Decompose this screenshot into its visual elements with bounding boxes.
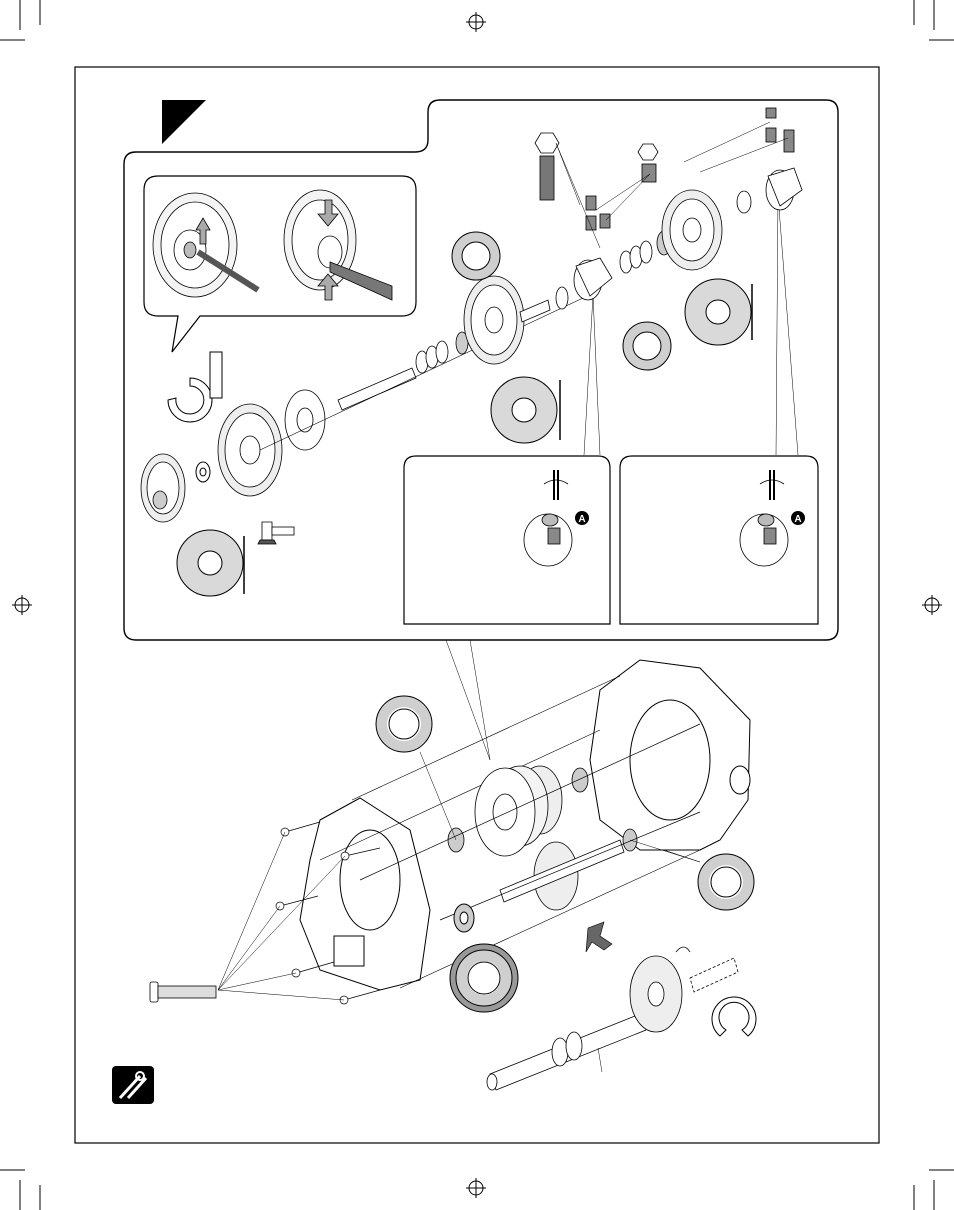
screw-leader-lines <box>217 751 701 1001</box>
output-shaft-exploded <box>486 946 739 1091</box>
long-screw <box>149 981 217 1003</box>
shaft-coupler <box>555 257 613 310</box>
leader-lines <box>445 121 799 761</box>
step-badge-label: A <box>794 514 801 525</box>
shim-washers <box>415 331 469 374</box>
spur-gear-center <box>463 275 551 365</box>
shaft-coupler-right <box>765 167 803 211</box>
detail-panel-right: A <box>619 455 819 625</box>
rotate-arrow-icon <box>543 479 569 485</box>
e-clip <box>167 377 213 423</box>
e-clip-large <box>711 996 757 1037</box>
direction-arrow-icon <box>585 921 613 953</box>
spur-gear-left <box>217 403 283 497</box>
housing-guide-lines <box>319 675 701 989</box>
subassembly-panel <box>123 99 839 641</box>
wrench-screwdriver-icon <box>112 1066 154 1104</box>
lower-shaft-assembly <box>439 811 701 921</box>
ball-bearing-3 <box>375 695 433 753</box>
spur-gear-right <box>661 189 723 271</box>
detail-panel-left: A <box>403 455 611 625</box>
countersunk-screw <box>257 521 295 545</box>
gearbox-housing-left <box>299 797 431 991</box>
gearbox-housing-right <box>589 659 751 851</box>
ball-bearing-1 <box>451 231 501 281</box>
step-a-badge-icon <box>791 511 805 525</box>
large-washer-2 <box>684 278 753 346</box>
main-shaft <box>259 289 601 451</box>
circlip-removal-detail <box>143 175 417 353</box>
large-washer-3 <box>176 529 245 597</box>
housing-screws <box>275 821 381 1005</box>
flange <box>284 389 326 451</box>
page-frame <box>74 66 880 1144</box>
ball-bearing-4 <box>697 853 755 911</box>
diff-gear-assembly <box>359 723 701 881</box>
large-washer-1 <box>490 376 561 444</box>
pin-part <box>209 351 223 399</box>
ball-bearing-2 <box>622 321 672 371</box>
small-gear-left <box>140 453 186 523</box>
registration-mark-icon <box>12 12 942 1198</box>
step-a-badge-icon <box>575 511 589 525</box>
small-bearing-lower <box>453 903 475 933</box>
ball-bearing-5 <box>449 943 519 1013</box>
step-marker <box>162 100 206 144</box>
set-screws <box>534 107 795 231</box>
step-badge-label: A <box>578 514 585 525</box>
small-washer <box>195 461 211 483</box>
